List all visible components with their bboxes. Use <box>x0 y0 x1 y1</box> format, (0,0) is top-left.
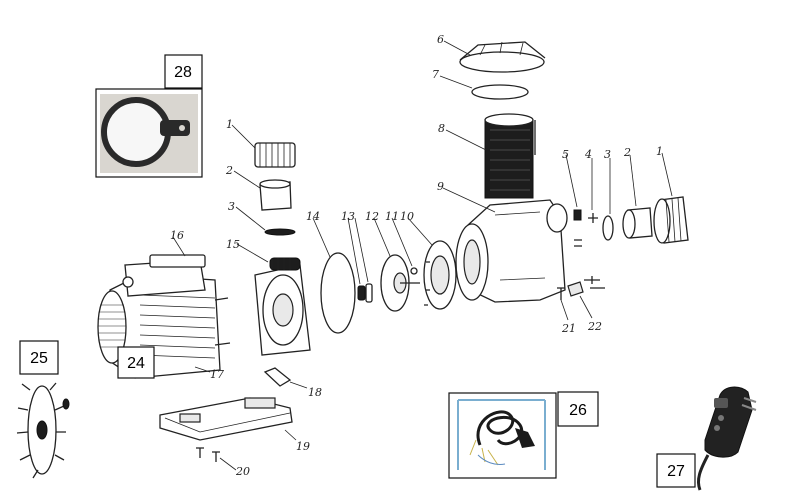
label-20: 20 <box>235 465 250 478</box>
label-6: 6 <box>437 33 444 46</box>
part-9-pump-housing <box>455 199 568 303</box>
part-28-photo <box>95 88 203 178</box>
part-number-labels: 1 2 3 4 5 6 7 8 9 10 11 12 13 14 15 16 1… <box>170 33 663 478</box>
part-2-union-tail <box>259 179 292 211</box>
label-box-25 <box>19 340 59 375</box>
part-21-screw <box>557 287 565 300</box>
part-2-right-union-tail <box>622 207 653 239</box>
part-6-lid <box>459 41 546 73</box>
part-10-diffuser <box>423 240 457 310</box>
label-28: 28 <box>174 64 192 81</box>
part-25-fan <box>16 382 66 479</box>
label-1-right: 1 <box>656 145 663 158</box>
label-24: 24 <box>127 355 145 372</box>
part-3-oring <box>264 228 296 236</box>
label-4: 4 <box>584 148 592 161</box>
label-22: 22 <box>587 320 602 333</box>
part-27-controller <box>696 386 757 491</box>
label-box-24 <box>117 346 155 379</box>
part-15-motor-bracket <box>254 257 311 356</box>
label-11: 11 <box>385 210 399 223</box>
part-13-seal <box>357 283 373 303</box>
label-27: 27 <box>667 463 685 480</box>
label-10: 10 <box>400 210 414 223</box>
part-3-right-oring <box>602 215 614 241</box>
part-7-lid-oring <box>471 84 529 100</box>
part-22-drain-fitting <box>567 276 605 297</box>
part-18-shim <box>263 367 292 387</box>
label-15: 15 <box>226 238 240 251</box>
label-box-26 <box>557 391 599 427</box>
label-9: 9 <box>437 180 444 193</box>
label-26: 26 <box>569 402 587 419</box>
part-26-cable-photo <box>448 392 557 479</box>
label-2-right: 2 <box>623 146 631 159</box>
part-5-drain-plug <box>573 209 582 247</box>
label-7: 7 <box>432 68 439 81</box>
label-19: 19 <box>296 440 310 453</box>
part-4-screw <box>588 213 598 223</box>
label-2-left: 2 <box>225 164 233 177</box>
label-8: 8 <box>438 122 445 135</box>
fan-clip <box>62 398 70 410</box>
label-21: 21 <box>561 322 576 335</box>
label-17: 17 <box>210 368 224 381</box>
label-13: 13 <box>341 210 355 223</box>
part-8-basket <box>484 113 536 199</box>
label-box-27 <box>656 453 696 488</box>
part-12-impeller <box>380 254 420 312</box>
label-18: 18 <box>308 386 322 399</box>
label-box-28 <box>164 54 203 89</box>
label-1-left: 1 <box>226 118 233 131</box>
label-5: 5 <box>562 148 569 161</box>
label-3-right: 3 <box>604 148 611 161</box>
part-20-screws <box>196 447 220 462</box>
label-12: 12 <box>365 210 379 223</box>
label-3-left: 3 <box>228 200 235 213</box>
label-14: 14 <box>306 210 320 223</box>
part-11-washer <box>410 267 418 275</box>
part-1-right-union-nut <box>653 196 689 244</box>
part-14-oring <box>320 252 356 334</box>
label-25: 25 <box>30 350 48 367</box>
part-19-base <box>159 397 293 441</box>
part-1-union-nut <box>254 142 296 168</box>
label-16: 16 <box>170 229 184 242</box>
